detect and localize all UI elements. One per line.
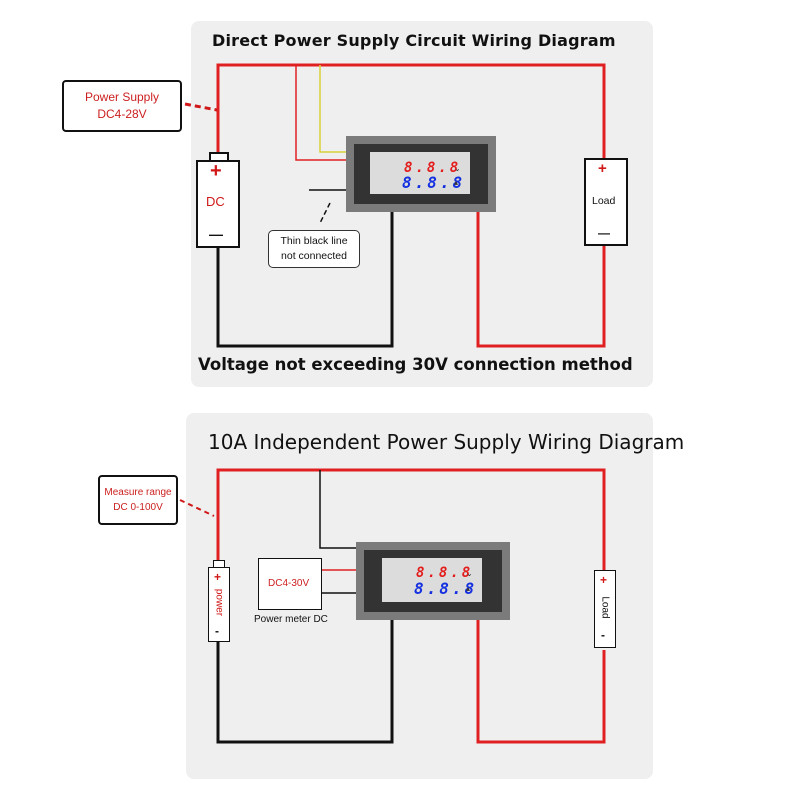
d1-red-top-wire <box>216 63 606 158</box>
d2-source-minus: - <box>215 624 219 638</box>
diagram2-wires <box>179 468 606 744</box>
d2-volt-unit-icon: ⌄ <box>466 569 473 578</box>
d2-measure-range-callout: Measure range DC 0-100V <box>98 475 178 525</box>
d2-callout-line-1: Measure range <box>104 487 172 498</box>
d1-load-plus: + <box>598 160 607 177</box>
d1-voltage-readout: 8.8.8 <box>404 160 462 176</box>
d2-voltmeter[interactable]: 8.8.8 8.8.8 ⌄ ▴ <box>356 542 510 620</box>
d1-note-line-1: Thin black line <box>280 235 348 247</box>
d1-battery-label: DC <box>206 194 225 209</box>
d1-black-return-wire <box>216 212 394 348</box>
d1-voltmeter-display <box>370 152 470 194</box>
d1-load <box>584 158 628 246</box>
d2-voltmeter-display <box>382 558 482 602</box>
d2-current-readout: 8.8.8 <box>414 579 478 598</box>
diagram1-wires <box>184 63 606 348</box>
diagram1-title: Direct Power Supply Circuit Wiring Diagr… <box>212 31 616 50</box>
d2-red-top-wire <box>216 468 606 570</box>
d2-source-label: power <box>213 588 225 617</box>
d2-power-source <box>208 567 230 642</box>
diagram2-title: 10A Independent Power Supply Wiring Diag… <box>208 430 685 454</box>
d2-callout-pointer <box>179 499 215 517</box>
d1-battery <box>196 160 240 248</box>
d1-load-label: Load <box>592 195 616 207</box>
d2-red-load-wire <box>476 620 606 744</box>
d1-not-connected-note: Thin black line not connected <box>268 230 360 268</box>
d1-callout-line-1: Power Supply <box>84 90 160 104</box>
d1-battery-minus: — <box>209 226 223 242</box>
d2-load-plus: + <box>600 573 608 587</box>
d2-amp-unit-icon: ▴ <box>466 584 471 593</box>
d2-callout-line-2: DC 0-100V <box>113 502 163 513</box>
d1-amp-unit-icon: ▴ <box>454 178 459 187</box>
d2-source-plus: + <box>214 570 222 584</box>
d1-battery-plus: + <box>210 160 222 182</box>
d1-callout-line-2: DC4-28V <box>97 107 147 121</box>
d1-note-line-2: not connected <box>281 250 347 262</box>
d2-meter-supply-caption: Power meter DC <box>254 614 328 625</box>
diagram1-footer: Voltage not exceeding 30V connection met… <box>198 355 633 374</box>
d1-power-supply-callout: Power Supply DC4-28V <box>62 80 182 132</box>
d1-note-pointer <box>319 202 331 224</box>
d2-load-label: Load <box>599 596 611 619</box>
d2-load <box>594 570 616 648</box>
d1-red-meter-wire <box>295 65 346 161</box>
d1-current-readout: 8.8.8 <box>402 173 466 192</box>
d1-load-minus: — <box>598 226 610 240</box>
d1-volt-unit-icon: ⌄ <box>454 164 461 173</box>
d1-red-load-wire <box>476 212 606 348</box>
d2-voltage-readout: 8.8.8 <box>416 565 474 581</box>
d1-callout-pointer <box>184 102 218 112</box>
d2-black-meter-wire <box>319 470 356 549</box>
d2-meter-supply-box <box>258 558 322 610</box>
d2-meter-supply-label: DC4-30V <box>268 578 310 589</box>
d2-load-minus: - <box>601 628 605 642</box>
d1-voltmeter[interactable]: 8.8.8 8.8.8 ⌄ ▴ <box>346 136 496 212</box>
d1-yellow-meter-wire <box>319 65 346 153</box>
d2-black-return-wire <box>216 620 394 744</box>
